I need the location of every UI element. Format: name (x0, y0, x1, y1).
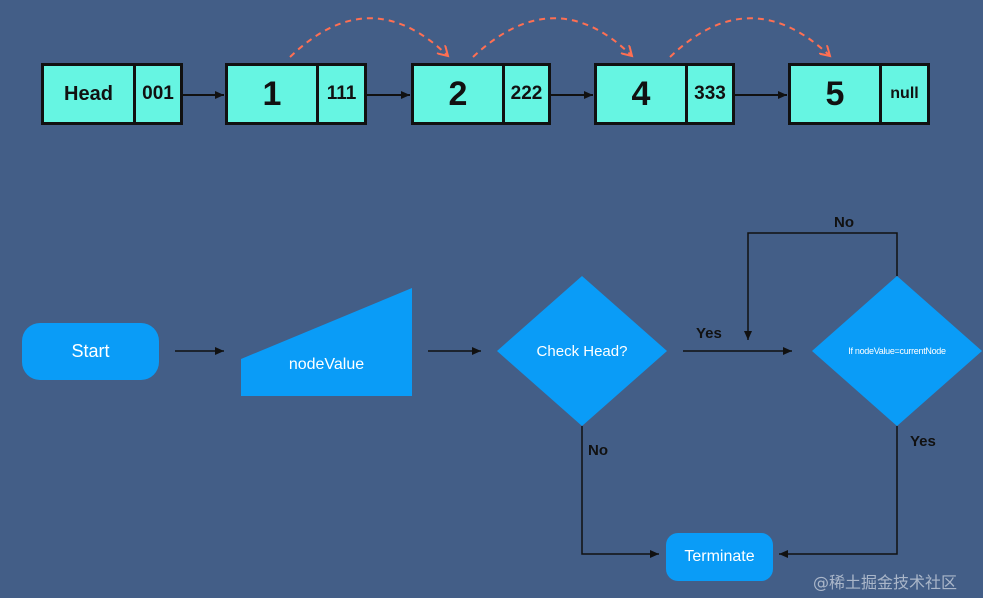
node-value: 1 (228, 66, 319, 122)
watermark: @稀土掘金技术社区 (813, 573, 958, 592)
dashed-arrow (669, 17, 830, 58)
node-value: Head (44, 66, 136, 122)
node-pointer: 001 (142, 83, 174, 104)
list-node: 4 333 (594, 63, 735, 125)
list-node: 5 null (788, 63, 930, 125)
node-pointer: 222 (510, 83, 543, 104)
condition-shape (812, 276, 982, 426)
start-shape (22, 323, 159, 380)
input-shape (241, 288, 412, 396)
yes-arrow (779, 426, 898, 558)
list-node: 2 222 (411, 63, 551, 125)
node-value: 2 (414, 66, 505, 122)
yes-label: Yes (696, 325, 722, 342)
yes-condition-label: Yes (910, 433, 936, 450)
loop-arrow (744, 232, 898, 340)
node-pointer: 333 (694, 83, 726, 104)
no-loop-label: No (834, 214, 854, 231)
list-node-head: Head 001 (41, 63, 183, 125)
list-node: 1 111 (225, 63, 367, 125)
node-pointer: null (890, 85, 919, 102)
dashed-arrow (289, 17, 448, 58)
node-value: 5 (791, 66, 882, 122)
dashed-arrow (472, 17, 632, 58)
terminate-shape (666, 533, 773, 581)
node-pointer: 111 (326, 83, 357, 104)
node-value: 4 (597, 66, 688, 122)
check-head-shape (497, 276, 667, 426)
no-arrow (581, 426, 659, 558)
no-label: No (588, 442, 608, 459)
